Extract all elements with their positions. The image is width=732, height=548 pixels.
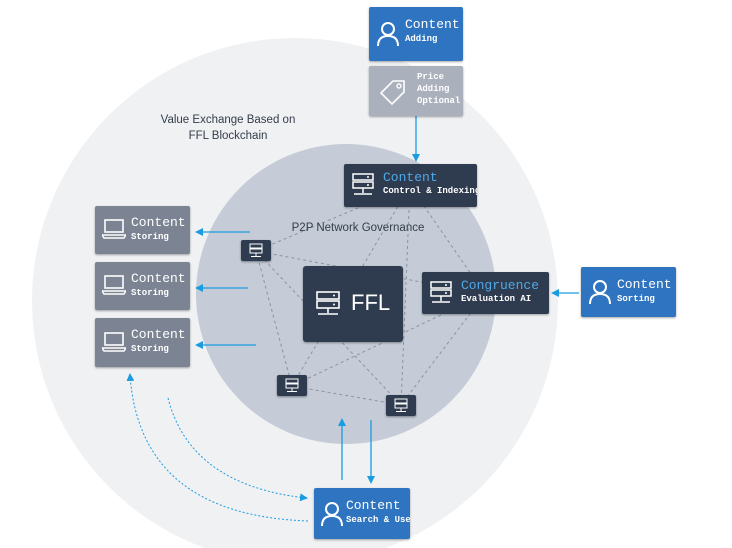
user-icon — [589, 280, 611, 305]
content-storing-title: Content — [131, 215, 186, 230]
content-sorting-subtitle: Sorting — [617, 294, 655, 304]
content-search-box: Content Search & Use — [314, 488, 410, 539]
network-node-2 — [277, 375, 307, 396]
dotted-flow-arrows — [126, 373, 309, 522]
content-storing-title: Content — [131, 327, 186, 342]
ffl-label: FFL — [351, 290, 391, 315]
dotted-arrow-to-search — [167, 397, 308, 502]
congruence-title: Congruence — [461, 278, 540, 293]
content-storing-box-1: Content Storing — [95, 206, 190, 254]
congruence-box: Congruence Evaluation AI — [422, 272, 549, 314]
content-storing-subtitle: Storing — [131, 288, 169, 298]
server-icon — [316, 291, 340, 315]
content-control-subtitle: Control & Indexing — [383, 186, 477, 196]
outer-ring-label: Value Exchange Based on FFL Blockchain — [148, 112, 308, 144]
flow-arrows — [195, 116, 579, 484]
content-sorting-box: Content Sorting — [581, 267, 676, 317]
price-adding-line1: Price — [417, 72, 445, 82]
laptop-icon — [102, 332, 126, 352]
outer-label-line2: FFL Blockchain — [188, 130, 268, 142]
network-node-1 — [241, 240, 271, 261]
dotted-arrow-to-storing — [126, 373, 309, 522]
content-adding-title: Content — [405, 17, 460, 32]
laptop-icon — [102, 275, 126, 295]
congruence-subtitle: Evaluation AI — [461, 294, 532, 304]
content-storing-subtitle: Storing — [131, 344, 169, 354]
price-adding-line2: Adding — [417, 84, 450, 94]
content-storing-subtitle: Storing — [131, 232, 169, 242]
network-node-3 — [386, 395, 416, 416]
laptop-icon — [102, 219, 126, 239]
content-search-title: Content — [346, 498, 401, 513]
content-sorting-title: Content — [617, 277, 672, 292]
server-icon — [352, 173, 374, 195]
content-storing-box-3: Content Storing — [95, 318, 190, 367]
content-search-subtitle: Search & Use — [346, 515, 410, 525]
content-control-box: Content Control & Indexing — [344, 164, 477, 207]
price-tag-icon — [379, 80, 405, 106]
server-icon — [430, 281, 452, 303]
server-icon — [394, 398, 408, 412]
content-control-title: Content — [383, 170, 438, 185]
inner-ring-label: P2P Network Governance — [291, 222, 425, 234]
content-adding-box: Content Adding — [369, 7, 463, 61]
ffl-center-box: FFL — [303, 266, 403, 342]
user-icon — [377, 22, 399, 47]
server-icon — [285, 378, 299, 392]
content-storing-title: Content — [131, 271, 186, 286]
content-storing-box-2: Content Storing — [95, 262, 190, 310]
price-adding-box: Price Adding Optional — [369, 66, 463, 116]
server-icon — [249, 243, 263, 257]
user-icon — [321, 502, 343, 527]
price-adding-line3: Optional — [417, 96, 461, 106]
content-adding-subtitle: Adding — [405, 34, 438, 44]
outer-label-line1: Value Exchange Based on — [160, 114, 296, 126]
